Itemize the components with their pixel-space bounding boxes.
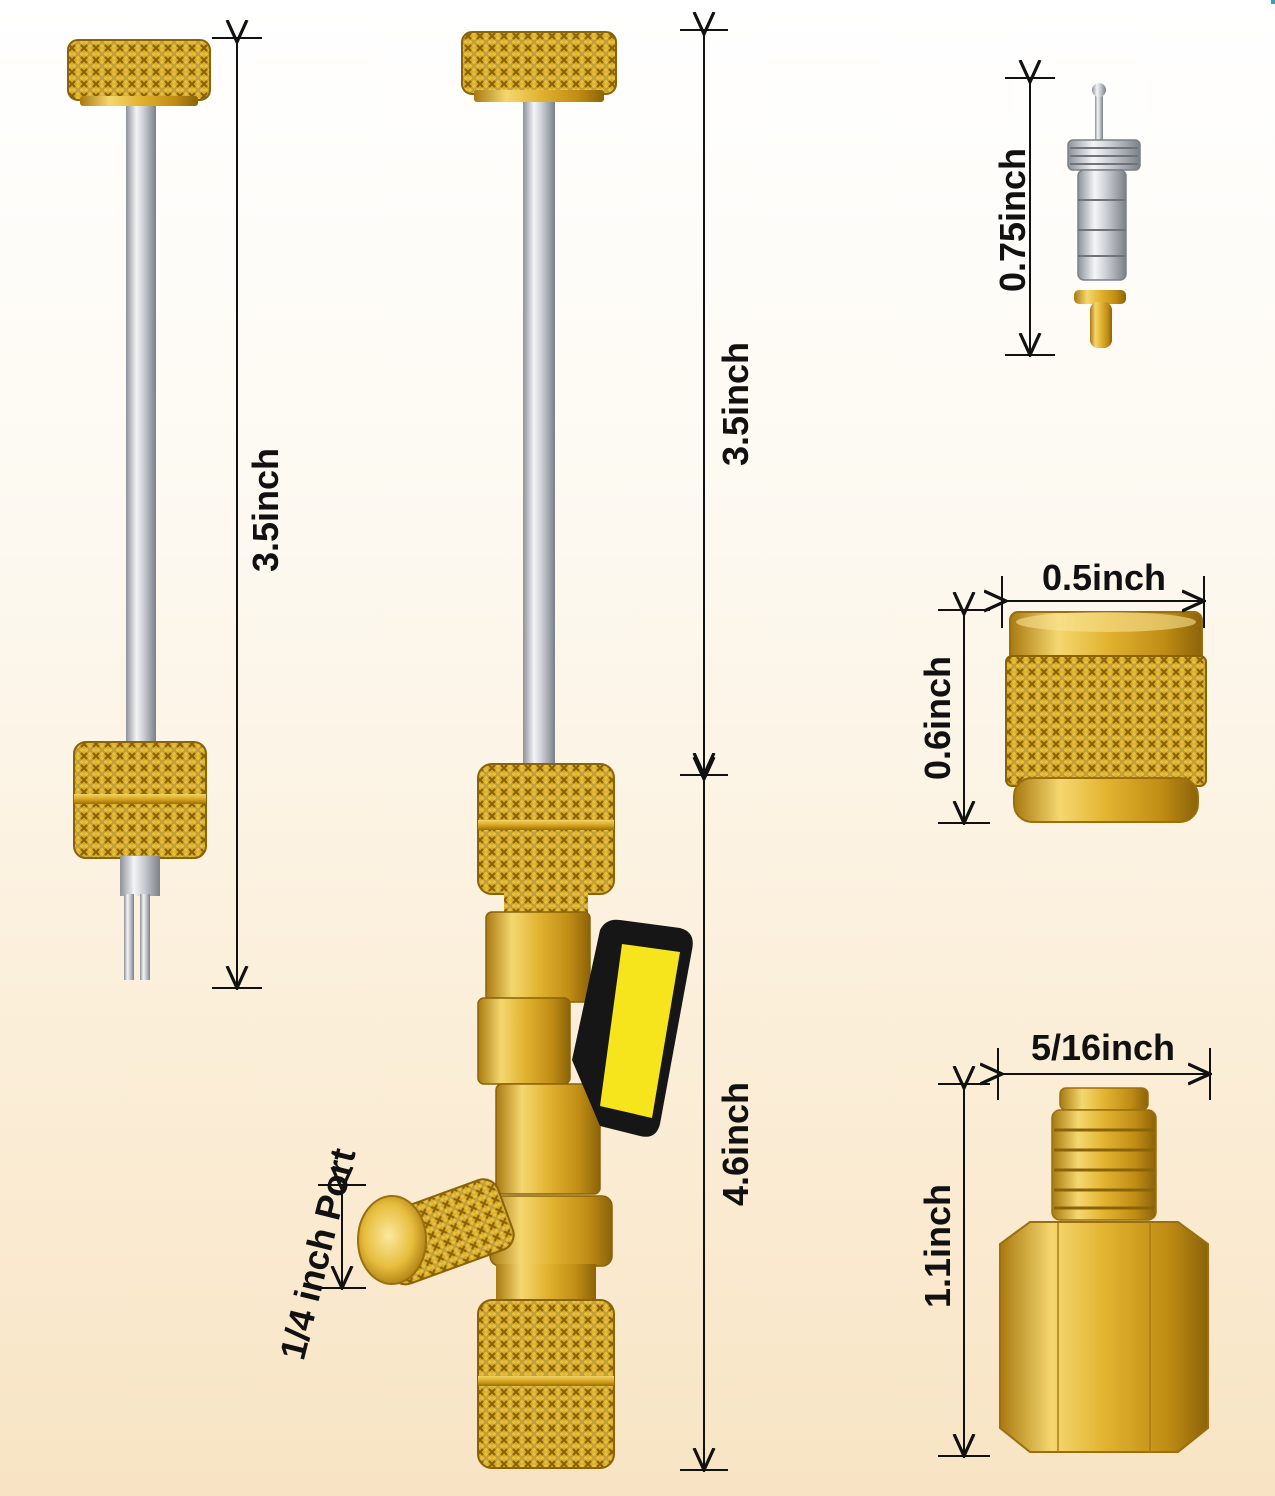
adapter-hex-body bbox=[999, 1221, 1209, 1453]
corner-marker bbox=[1271, 0, 1275, 4]
adapter-height-label: 1.1inch bbox=[917, 1183, 958, 1309]
steel-rod bbox=[523, 102, 555, 770]
valve-body bbox=[485, 911, 591, 1003]
core-tool-length-label: 3.5inch bbox=[245, 447, 286, 572]
adapter-width-label: 5/16inch bbox=[1030, 1027, 1176, 1068]
valve-core-tool bbox=[357, 31, 693, 1469]
knurled-knob-top bbox=[67, 39, 211, 101]
valve-body-length-label: 4.6inch bbox=[715, 1081, 756, 1206]
dimension-lines bbox=[212, 30, 1210, 1470]
knurled-knob-top bbox=[461, 31, 617, 95]
knurled-cap bbox=[1005, 611, 1207, 823]
flare-adapter bbox=[999, 1087, 1209, 1453]
valve-core-length-label: 0.75inch bbox=[992, 147, 1033, 293]
core-remover-tool bbox=[67, 39, 211, 980]
cap-height-label: 0.6inch bbox=[917, 655, 958, 781]
steel-rod bbox=[126, 106, 156, 746]
cap-width-label: 0.5inch bbox=[1041, 557, 1167, 598]
valve-rod-length-label: 3.5inch bbox=[715, 341, 756, 466]
valve-core bbox=[1067, 83, 1141, 348]
